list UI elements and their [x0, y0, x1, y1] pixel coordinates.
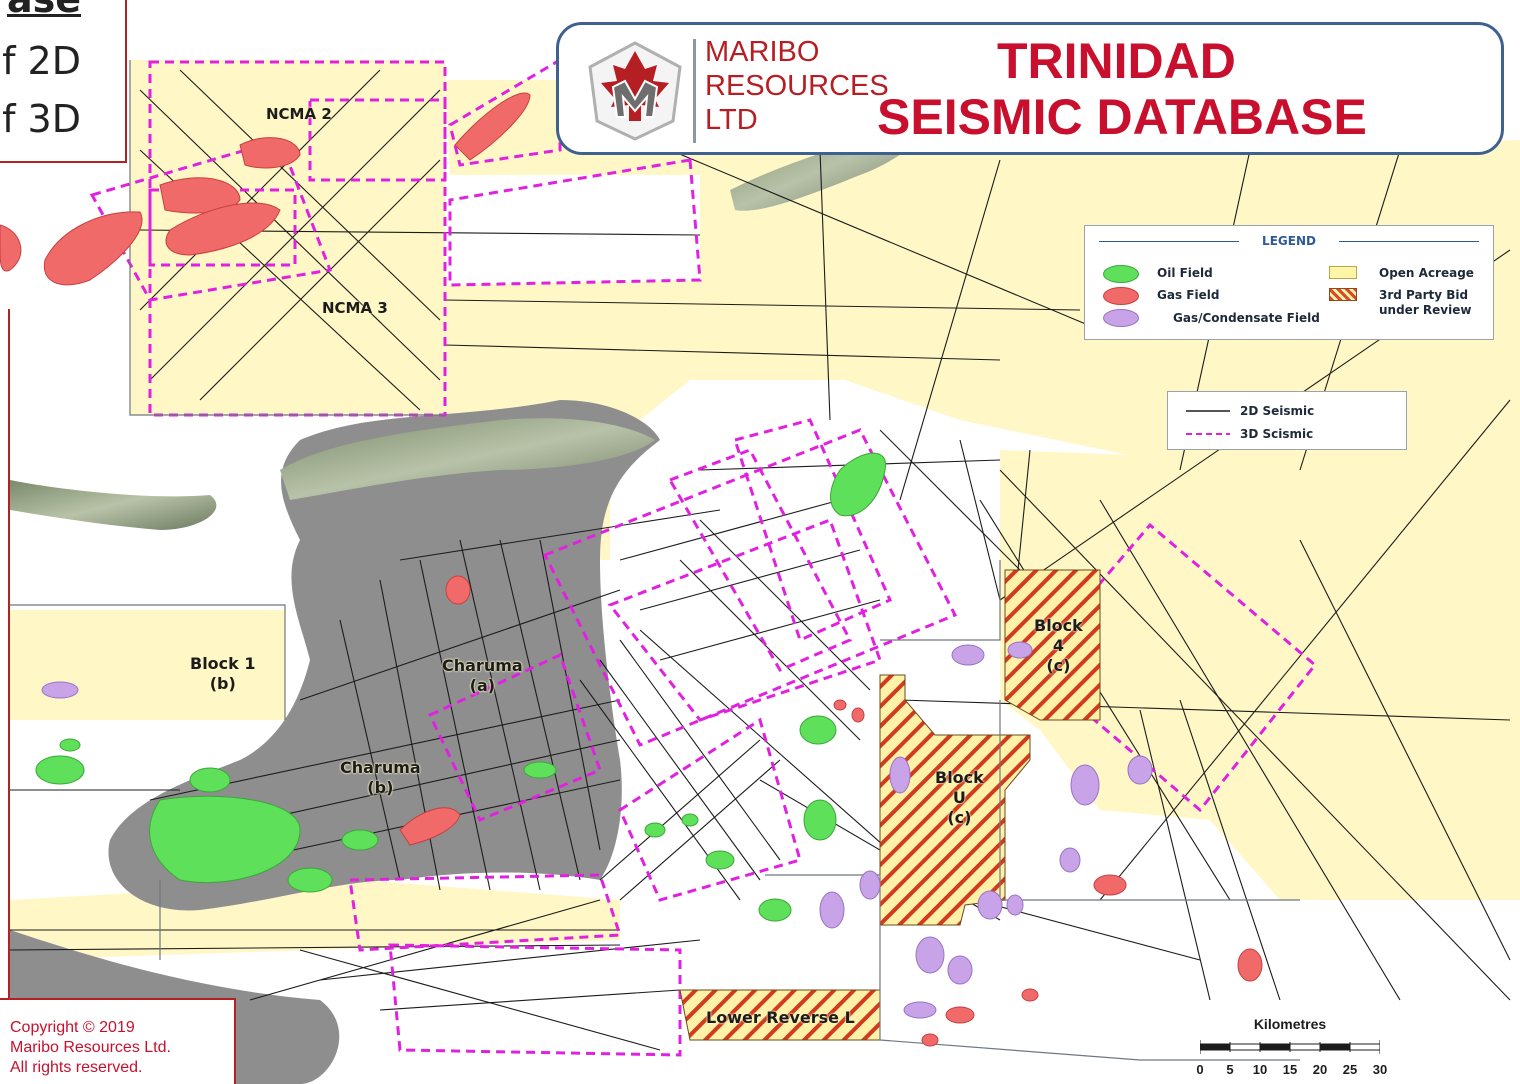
label-charuma-a-line: Charuma [442, 656, 523, 675]
hatched-block-u [879, 674, 1031, 926]
banner-title-line2: SEISMIC DATABASE [877, 89, 1367, 145]
copyright-notice: Copyright © 2019 Maribo Resources Ltd. A… [0, 998, 236, 1084]
copyright-line: All rights reserved. [10, 1059, 143, 1076]
label-block-u-line: (c) [947, 808, 972, 827]
label-block-u: Block U (c) [935, 768, 984, 828]
label-block-u-line: U [952, 788, 966, 807]
legend-title: LEGEND [1262, 234, 1316, 248]
open-acreage-areas [10, 60, 1520, 960]
corner-text-line: ase [7, 0, 81, 18]
open-acreage-east [1000, 450, 1520, 900]
title-banner: MARIBO RESOURCES LTD TRINIDAD SEISMIC DA… [556, 22, 1504, 155]
corner-text-box: ase f 2D f 3D [0, 0, 127, 163]
legend-gas-condensate-field: Gas/Condensate Field [1173, 311, 1320, 325]
legend-gas-field: Gas Field [1157, 288, 1220, 302]
legend-open-acreage: Open Acreage [1379, 266, 1474, 280]
legend-3d-seismic: 3D Scismic [1240, 427, 1314, 441]
label-block-4-line: 4 [1052, 636, 1064, 655]
label-block-u-line: Block [935, 768, 984, 787]
label-charuma-b-line: Charuma [340, 758, 421, 777]
scale-bar: Kilometres 0 5 10 15 20 25 30 [1190, 1016, 1390, 1082]
label-block-4-line: (c) [1046, 656, 1071, 675]
scale-bar-tick: 10 [1252, 1062, 1268, 1077]
label-block-1-line: (b) [209, 674, 236, 693]
third-party-bid-blocks [679, 569, 1101, 1041]
legend-box: LEGEND Oil Field Gas Field Gas/Condensat… [1084, 225, 1494, 340]
banner-divider [693, 39, 696, 143]
copyright-line: Maribo Resources Ltd. [10, 1039, 171, 1056]
scale-bar-tick: 20 [1312, 1062, 1328, 1077]
company-name-line: MARIBO [705, 36, 820, 68]
copyright-line: Copyright © 2019 [10, 1019, 135, 1036]
label-block-1-line: Block 1 [190, 654, 256, 673]
label-lower-reverse: Lower Reverse L [706, 1008, 855, 1027]
label-ncma-3: NCMA 3 [322, 299, 388, 317]
label-ncma-2: NCMA 2 [266, 105, 332, 123]
scale-bar-tick: 5 [1226, 1062, 1234, 1077]
gas-condensate-fields [41, 641, 1153, 1019]
label-block-4-line: Block [1034, 616, 1083, 635]
legend-third-party-bid: 3rd Party Bid under Review [1379, 288, 1471, 318]
scale-bar-title: Kilometres [1253, 1016, 1327, 1032]
company-name-line: LTD [705, 104, 758, 136]
company-name: MARIBO RESOURCES LTD [705, 35, 889, 137]
scale-bar-tick: 30 [1372, 1062, 1388, 1077]
gas-fields [0, 92, 1263, 1047]
hatched-block-4 [1004, 569, 1101, 721]
label-block-4: Block 4 (c) [1034, 616, 1083, 676]
corner-text-line: f 2D [2, 39, 81, 83]
label-charuma-a-line: (a) [469, 676, 496, 695]
open-acreage-block1 [10, 610, 285, 720]
legend-2d-seismic: 2D Seismic [1240, 404, 1315, 418]
legend-third-party-bid-line: 3rd Party Bid [1379, 288, 1469, 302]
scale-bar-tick: 0 [1196, 1062, 1204, 1077]
legend-third-party-bid-line: under Review [1379, 303, 1472, 317]
corner-text-line: f 3D [2, 97, 81, 141]
left-panel-edge [0, 309, 10, 1009]
seismic-3d-line-swatch [1186, 433, 1230, 435]
oil-field-swatch [1103, 265, 1139, 283]
legend-rule [1339, 241, 1479, 242]
legend-rule [1099, 241, 1239, 242]
trinidad-island [108, 400, 660, 911]
maple-leaf-m-logo-icon [588, 41, 682, 141]
scale-bar-graphic [1200, 1040, 1380, 1054]
gas-field-swatch [1103, 287, 1139, 305]
label-charuma-a: Charuma (a) [442, 656, 523, 696]
open-acreage-ncma [130, 60, 445, 415]
scale-bar-tick: 15 [1282, 1062, 1298, 1077]
third-party-bid-swatch [1329, 288, 1357, 301]
legend-oil-field: Oil Field [1157, 266, 1213, 280]
open-acreage-swatch [1329, 266, 1357, 279]
seismic-2d-line-swatch [1186, 410, 1230, 412]
scale-bar-tick: 25 [1342, 1062, 1358, 1077]
label-charuma-b-line: (b) [367, 778, 394, 797]
company-name-line: RESOURCES [705, 70, 889, 102]
gas-condensate-swatch [1103, 309, 1139, 327]
northern-range [280, 418, 655, 500]
paria-peninsula [10, 480, 217, 530]
label-charuma-b: Charuma (b) [340, 758, 421, 798]
banner-title-line1: TRINIDAD [997, 33, 1236, 89]
seismic-legend-box: 2D Seismic 3D Scismic [1167, 391, 1407, 450]
label-block-1: Block 1 (b) [190, 654, 256, 694]
